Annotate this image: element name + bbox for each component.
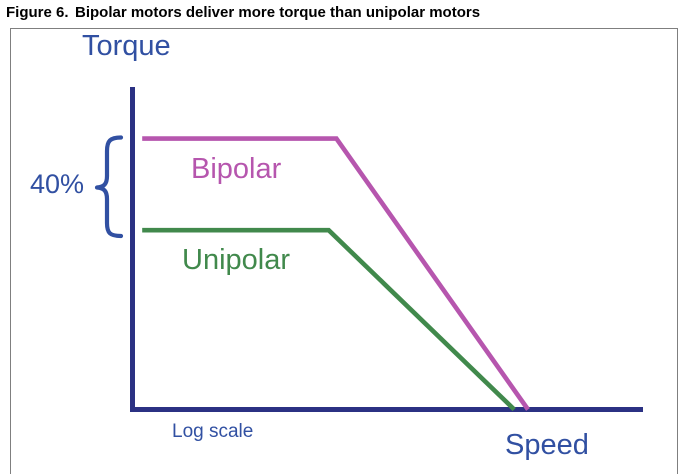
unipolar-curve [142, 227, 516, 412]
forty-percent-brace-icon [94, 135, 124, 239]
figure-title-row: Figure 6. Bipolar motors deliver more to… [6, 4, 480, 21]
bipolar-series-label: Bipolar [191, 153, 282, 185]
log-scale-note: Log scale [172, 421, 254, 442]
figure-number: Figure 6. [6, 4, 69, 21]
x-axis-label: Speed [505, 429, 589, 461]
figure-caption: Bipolar motors deliver more torque than … [75, 4, 481, 21]
unipolar-series-label: Unipolar [182, 244, 290, 276]
forty-percent-annotation: 40% [30, 169, 85, 199]
figure-border-box [10, 28, 678, 474]
y-axis-label: Torque [82, 30, 171, 62]
bipolar-curve [142, 136, 530, 411]
